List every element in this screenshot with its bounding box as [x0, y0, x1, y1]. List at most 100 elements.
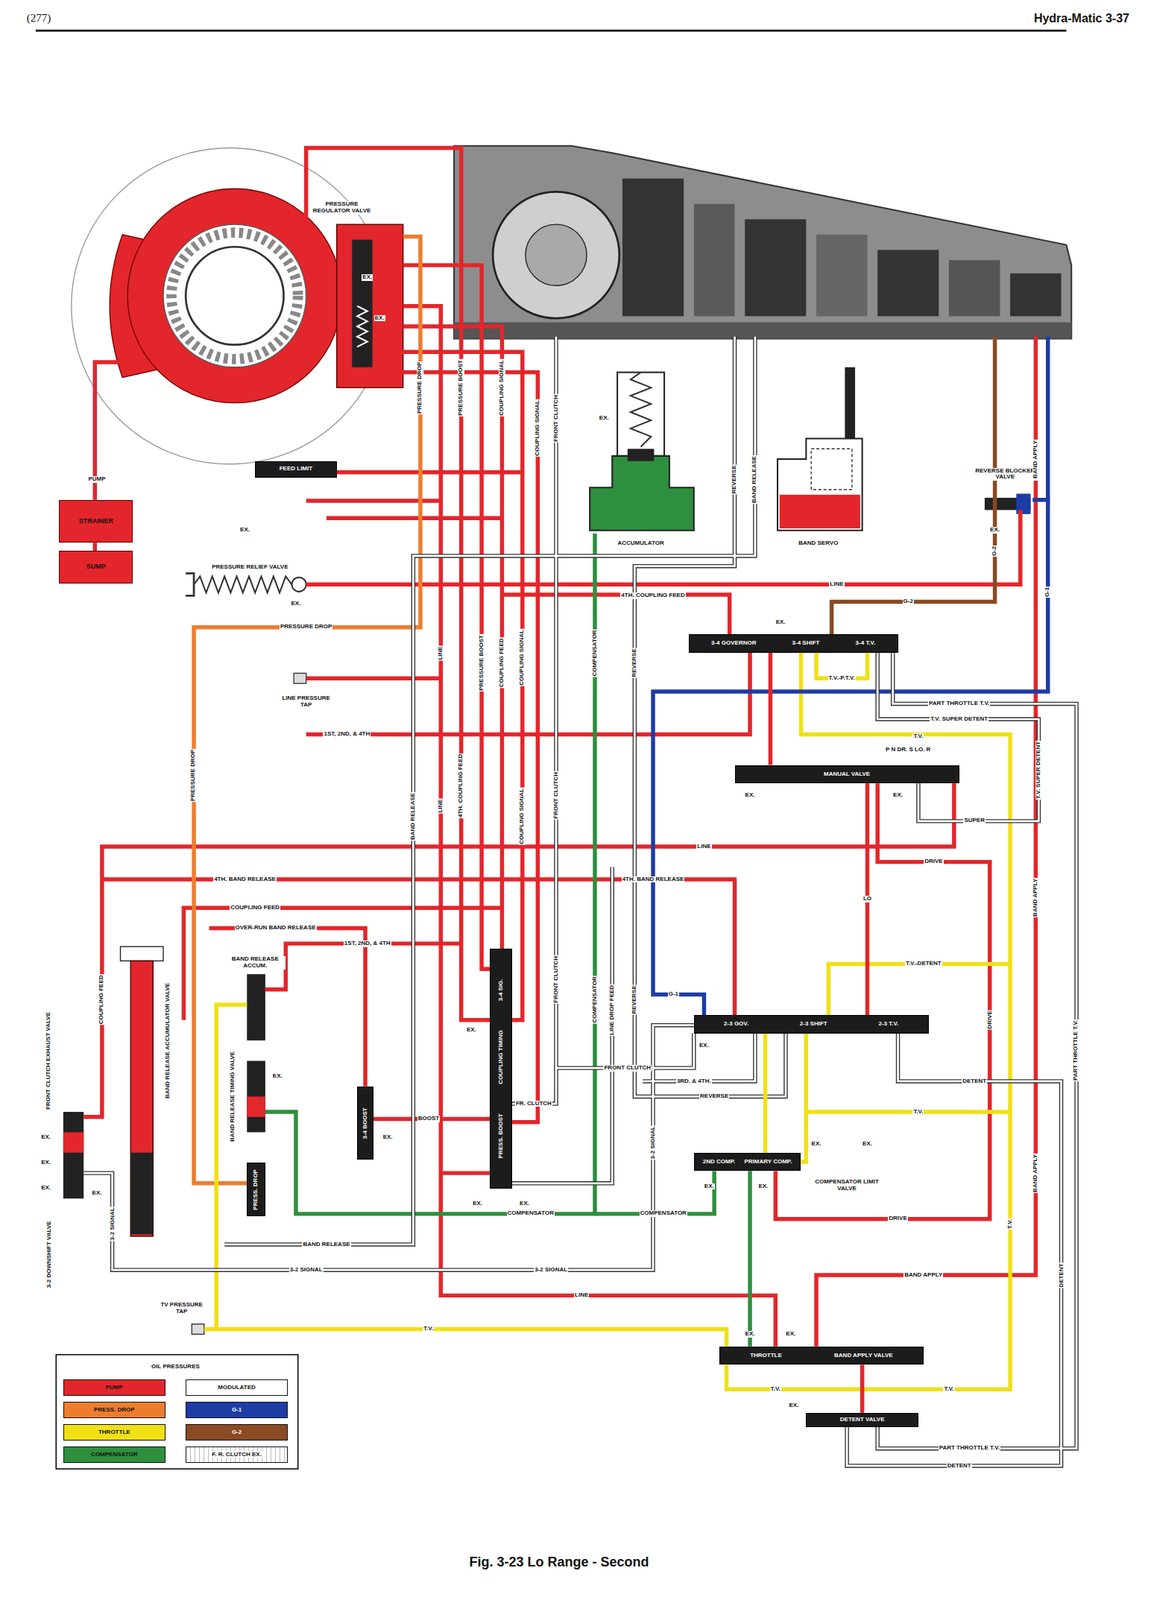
line-label: DETENT [1057, 1262, 1065, 1289]
exhaust-port: EX. [989, 527, 1001, 534]
line-label: BAND APPLY [1032, 878, 1040, 918]
valve-text: ACCUMULATOR [617, 540, 664, 548]
valve-text: BAND RELEASE TIMING VALVE [229, 1051, 237, 1143]
legend-swatch: PUMP [63, 1379, 166, 1397]
line-label: PUMP [87, 476, 106, 484]
line-label: COUPLING FEED [98, 975, 106, 1026]
line-label: DRIVE [986, 1010, 993, 1031]
line-label: PRESSURE REGULATOR VALVE [310, 201, 373, 215]
line-label: T.V. SUPER DETENT [929, 716, 989, 724]
line-label: P N DR. S LO. R [884, 746, 932, 754]
exhaust-port: EX. [382, 1134, 394, 1142]
oil-line [831, 336, 996, 636]
valve-label: BAND RELEASE TIMING VALVE [228, 1050, 238, 1144]
oil-passage [768, 653, 773, 766]
oil-line [501, 594, 730, 635]
valve-text: STRAINER [79, 518, 114, 526]
legend-text: G-2 [230, 1429, 244, 1436]
line-label: 3-2 SIGNAL [108, 1207, 116, 1242]
line-label: COMPENSATOR [639, 1210, 688, 1218]
line-label: 1ST, 2ND, & 4TH [343, 940, 392, 948]
line-label: COUPLING FEED [229, 904, 281, 912]
pressure-tap [191, 1324, 204, 1336]
legend-text: PRESS. DROP [92, 1406, 137, 1414]
line-label: REVERSE [631, 648, 639, 679]
valve-text: SUMP [86, 563, 106, 572]
line-label: LINE [828, 581, 844, 589]
accumulator-housing [617, 372, 665, 457]
valve-text: MANUAL VALVE [823, 771, 870, 779]
line-label: T.V.-P.T.V. [828, 675, 856, 683]
line-label: LO [862, 896, 873, 903]
pressure-tap [293, 673, 306, 684]
oil-line [224, 336, 756, 1245]
valve-body [246, 974, 266, 1041]
exhaust-port: EX. [861, 1141, 873, 1149]
gear-part [1010, 273, 1061, 317]
spring [630, 372, 651, 448]
line-label: PART THROTTLE T.V. [1073, 1019, 1081, 1082]
strainer-box: STRAINER [58, 500, 133, 543]
line-label: LINE [437, 645, 445, 661]
legend-swatch: THROTTLE [63, 1424, 166, 1441]
valve-text: 2ND COMP. [702, 1159, 736, 1166]
servo-piston [779, 494, 861, 529]
gear-part [744, 219, 806, 317]
line-label: LINE [437, 798, 445, 814]
valve-text: 3-2 DOWNSHIFT VALVE [45, 1221, 53, 1289]
line-label: BAND APPLY [903, 1272, 944, 1280]
legend-swatch: G-2 [185, 1424, 288, 1441]
valve-body [246, 1096, 266, 1117]
line-label: COUPLING SIGNAL [534, 400, 542, 458]
gear-part [816, 234, 867, 317]
line-label: COUPLING FEED [498, 638, 506, 689]
servo-spring [811, 448, 853, 490]
oil-line [193, 237, 421, 1184]
torus [492, 191, 620, 319]
valve-spool: 3-4 GOVERNOR3-4 SHIFT3-4 T.V. [688, 634, 899, 654]
exhaust-port: EX. [40, 1185, 52, 1193]
figure-caption: Fig. 3-23 Lo Range - Second [469, 1555, 650, 1571]
oil-line [387, 372, 538, 1123]
line-label: LINE [696, 843, 712, 851]
exhaust-port: EX. [892, 792, 904, 800]
oil-line [816, 336, 1036, 1348]
oil-line [306, 676, 442, 681]
valve-body [63, 1112, 84, 1199]
valve-text: 3-4 GOVERNOR [711, 640, 756, 648]
line-label: G-2 [902, 598, 914, 606]
oil-line [204, 1329, 727, 1348]
line-label: BOOST [417, 1115, 440, 1123]
legend-frame [55, 1355, 298, 1470]
valve-text: BAND RELEASE ACCUM. [225, 956, 285, 970]
line-label: BAND RELEASE [410, 791, 417, 841]
oil-line [398, 351, 523, 1021]
exhaust-port: EX. [465, 1027, 478, 1034]
oil-line [634, 336, 786, 1098]
exhaust-port: EX. [361, 274, 373, 282]
gear-part [622, 178, 684, 317]
oil-passage [747, 1171, 752, 1347]
line-label: COMPENSATOR LIMIT VALVE [810, 1179, 884, 1193]
exhaust-port: EX. [272, 1073, 284, 1081]
line-label: 1ST, 2ND, & 4TH [322, 731, 371, 739]
exhaust-port: EX. [239, 527, 251, 534]
valve-text: 3-4 T.V. [855, 640, 876, 648]
line-label: G-2 [991, 544, 999, 557]
valve-spool: 3-4 BOOST [357, 1086, 374, 1161]
line-label: COUPLING SIGNAL [518, 787, 526, 846]
exhaust-port: EX. [784, 1331, 797, 1339]
line-label: 3-2 SIGNAL [533, 1267, 569, 1275]
legend-text: F. R. CLUTCH EX. [210, 1451, 264, 1459]
valve-body [63, 1132, 84, 1153]
line-label: 4TH. BAND RELEASE [621, 876, 686, 884]
oil-line [83, 1025, 695, 1272]
exhaust-port: EX. [757, 1183, 769, 1191]
line-label: SUPER [963, 817, 986, 825]
line-label: COMPENSATOR [591, 975, 599, 1024]
line-label: 3RD. & 4TH. [676, 1078, 712, 1086]
exhaust-port: EX. [744, 792, 756, 800]
valve-text: BAND RELEASE ACCUMULATOR VALVE [164, 983, 172, 1099]
line-label: COMPENSATOR [591, 629, 599, 677]
line-label: T.V. [770, 1386, 782, 1394]
